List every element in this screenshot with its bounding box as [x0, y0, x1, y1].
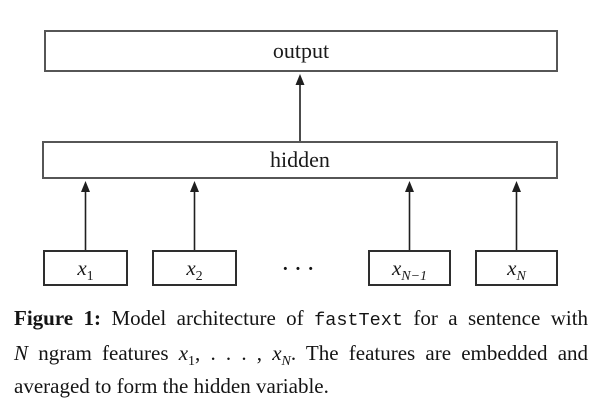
caption-line-1: Figure 1: Model architecture of fastText…	[14, 306, 589, 331]
hidden-label: hidden	[270, 147, 330, 172]
output-label: output	[272, 38, 330, 63]
input-box-x2: x2	[152, 250, 237, 286]
arrow-hidden-to-output	[295, 74, 305, 141]
ellipsis-dots: ···	[281, 254, 319, 283]
figure-label: Figure 1:	[14, 306, 102, 330]
output-box: output	[44, 30, 558, 72]
input-label-x1: x1	[77, 255, 94, 284]
arrow-x2-to-hidden	[190, 181, 199, 250]
input-label-xn: xN	[507, 255, 526, 284]
arrow-xn-1-to-hidden	[405, 181, 414, 250]
input-box-xn-1: xN−1	[368, 250, 451, 286]
arrow-x1-to-hidden	[81, 181, 90, 250]
input-label-xn-1: xN−1	[391, 255, 428, 284]
figure-caption: Figure 1: Model architecture of fastText…	[14, 302, 588, 403]
caption-line-3: averaged to form the hidden variable.	[14, 374, 329, 398]
math-xn: xN	[272, 341, 291, 369]
caption-line-2: N ngram features x1, . . . , xN. The fea…	[14, 341, 589, 369]
input-label-x2: x2	[186, 255, 203, 284]
fasttext-code: fastText	[314, 310, 403, 331]
hidden-box: hidden	[42, 141, 558, 179]
arrow-xn-to-hidden	[512, 181, 521, 250]
input-box-xn: xN	[475, 250, 558, 286]
input-box-x1: x1	[43, 250, 128, 286]
math-x1: x1	[178, 341, 196, 369]
